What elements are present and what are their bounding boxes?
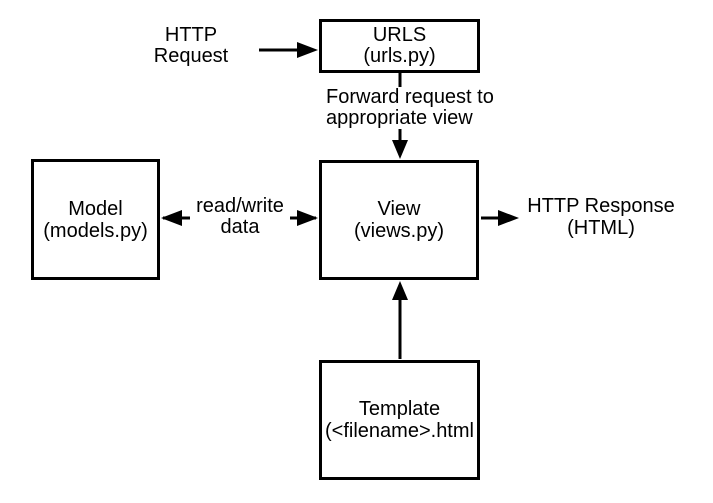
view-box: View (views.py) (319, 160, 479, 280)
forward-request-label: Forward request to appropriate view (326, 87, 494, 129)
read-write-label: read/write data (190, 196, 290, 238)
read-write-label-line2: data (220, 216, 260, 238)
model-box-title: Model (68, 197, 123, 220)
http-response-label-line1: HTTP Response (527, 195, 675, 217)
model-box: Model (models.py) (31, 159, 160, 280)
http-request-arrow (259, 42, 318, 58)
read-write-label-line1: read/write (196, 195, 284, 217)
http-response-label-line2: (HTML) (567, 217, 635, 239)
forward-request-label-line2: appropriate view (326, 107, 473, 129)
urls-box-title: URLS (372, 24, 427, 46)
template-box-subtitle: (<filename>.html (325, 420, 474, 442)
model-box-subtitle: (models.py) (43, 219, 148, 242)
template-view-arrow (392, 281, 408, 359)
template-box: Template (<filename>.html (319, 360, 480, 480)
http-request-label-line1: HTTP (164, 24, 218, 46)
template-box-title: Template (358, 398, 441, 420)
forward-request-label-line1: Forward request to (326, 86, 494, 108)
http-request-label: HTTP Request (116, 25, 266, 67)
http-request-label-line2: Request (153, 45, 229, 67)
view-box-subtitle: (views.py) (353, 220, 444, 242)
urls-box-subtitle: (urls.py) (363, 45, 436, 67)
urls-box: URLS (urls.py) (319, 19, 480, 73)
http-response-label: HTTP Response (HTML) (521, 195, 681, 239)
view-box-title: View (377, 198, 421, 220)
http-response-arrow (481, 210, 519, 226)
